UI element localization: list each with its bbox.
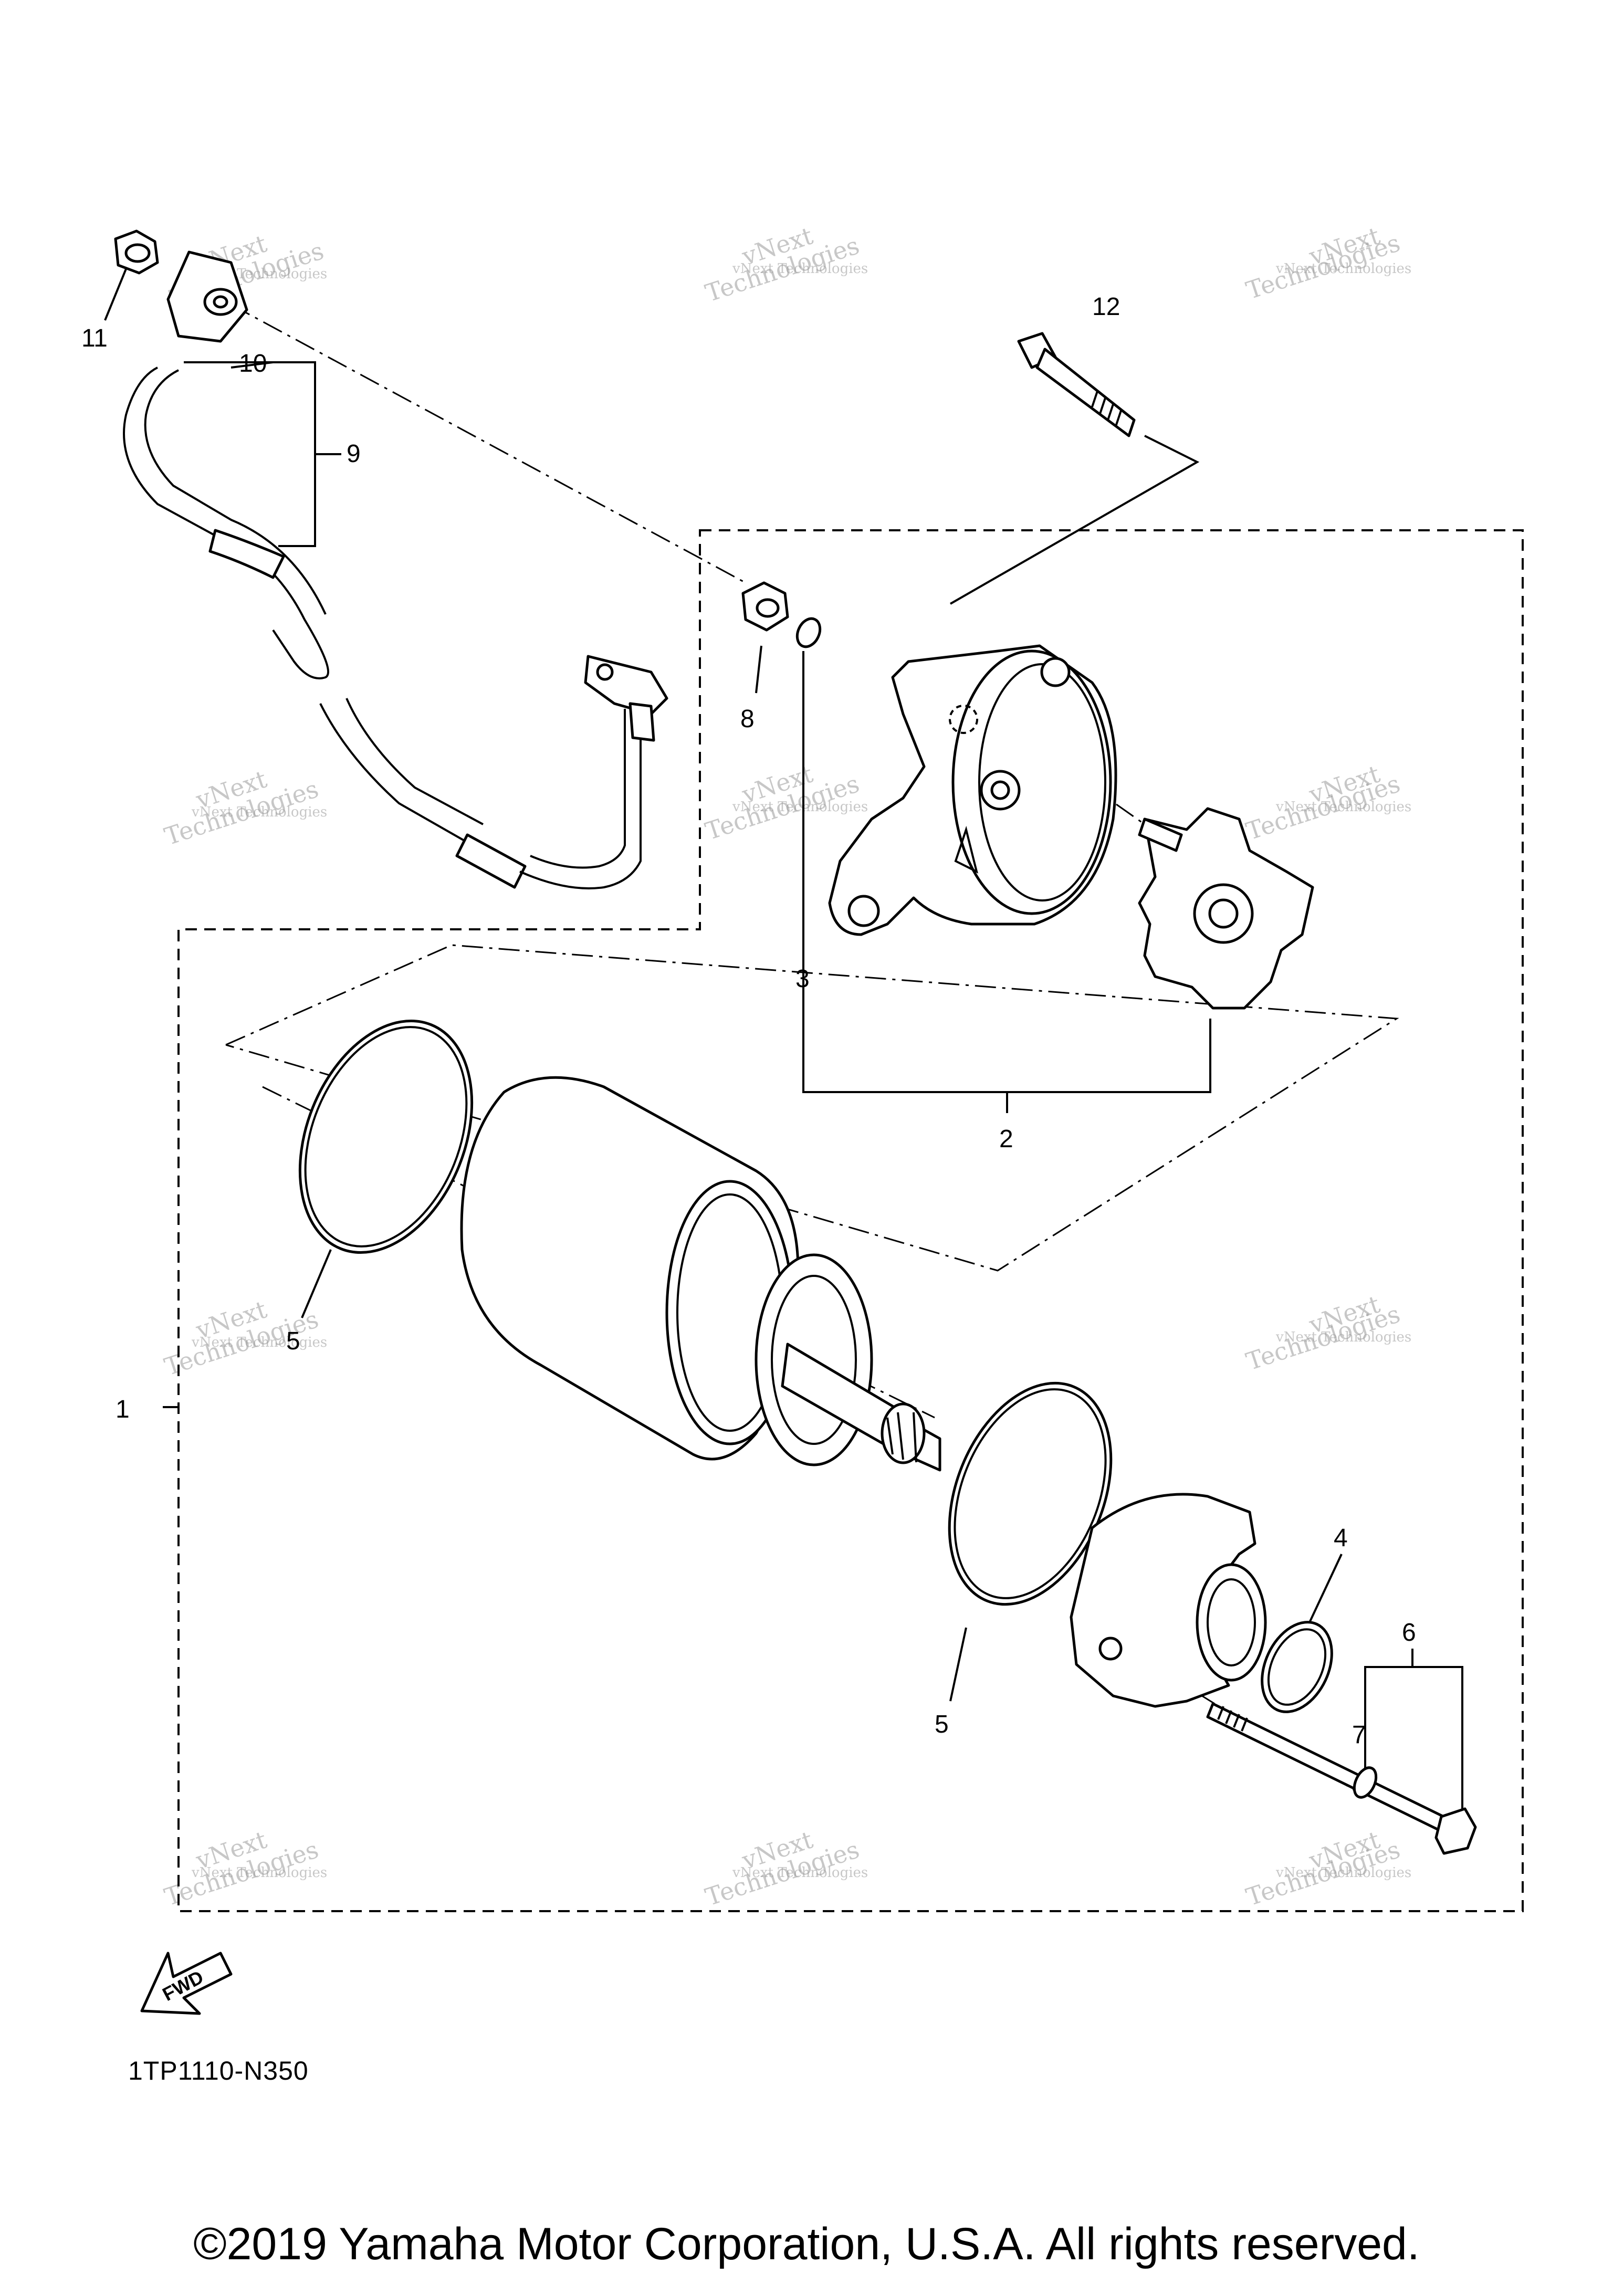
svg-text:vNext Technologies: vNext Technologies xyxy=(191,804,327,820)
yoke-housing xyxy=(460,1076,941,1472)
washer-item-7 xyxy=(1353,1766,1378,1799)
brush-holder xyxy=(1138,807,1314,1010)
fwd-arrow-icon: FWD xyxy=(140,1952,233,2015)
watermark: vNext Technologies vNext Technologies xyxy=(702,759,868,845)
front-cover xyxy=(828,644,1117,936)
callout-5-upper: 5 xyxy=(286,1327,300,1355)
svg-text:vNext Technologies: vNext Technologies xyxy=(732,1865,868,1881)
watermark: vNext Technologies vNext Technologies xyxy=(1243,221,1412,305)
callout-10: 10 xyxy=(239,350,267,378)
callout-11: 11 xyxy=(81,324,108,352)
rear-cover xyxy=(1070,1493,1267,1708)
watermark: vNext Technologies vNext Technologies xyxy=(161,1295,328,1381)
watermark: vNext Technologies vNext Technologies xyxy=(1243,759,1412,845)
starter-cable-item-9 xyxy=(123,250,668,889)
reference-line-cable-to-terminal xyxy=(231,303,746,584)
svg-text:vNext Technologies: vNext Technologies xyxy=(191,1865,327,1881)
watermark: vNext Technologies vNext Technologies xyxy=(1243,1825,1412,1911)
svg-text:vNext Technologies: vNext Technologies xyxy=(1275,799,1411,815)
callout-8: 8 xyxy=(740,705,755,733)
callout-3: 3 xyxy=(795,965,810,993)
svg-text:vNext Technologies: vNext Technologies xyxy=(1275,1329,1411,1345)
watermark: vNext Technologies vNext Technologies xyxy=(161,764,328,851)
watermark: vNext Technologies vNext Technologies xyxy=(161,1825,328,1911)
bolt-item-12 xyxy=(1017,332,1136,437)
nut-item-8 xyxy=(741,581,789,632)
o-ring-item-4 xyxy=(1261,1621,1333,1713)
nut-item-11 xyxy=(114,229,159,275)
svg-text:vNext Technologies: vNext Technologies xyxy=(732,799,868,815)
svg-text:vNext Technologies: vNext Technologies xyxy=(191,1335,327,1350)
o-ring-item-5-lower xyxy=(948,1381,1113,1606)
svg-text:vNext Technologies: vNext Technologies xyxy=(732,261,868,277)
callout-7: 7 xyxy=(1352,1721,1366,1749)
copyright-notice: ©2019 Yamaha Motor Corporation, U.S.A. A… xyxy=(193,2219,1420,2269)
o-ring-item-5-upper xyxy=(298,1019,474,1254)
bolt-item-6 xyxy=(1206,1702,1477,1855)
watermark: vNext Technologies vNext Technologies xyxy=(702,221,868,307)
callouts: 1 2 3 4 5 5 6 7 8 9 10 11 12 xyxy=(81,293,1416,1749)
callout-2: 2 xyxy=(999,1125,1013,1153)
starter-assembly-boundary xyxy=(177,529,1524,1912)
watermark: vNext Technologies vNext Technologies xyxy=(702,1825,868,1911)
callout-9: 9 xyxy=(347,440,361,468)
svg-text:vNext Technologies: vNext Technologies xyxy=(1275,261,1411,277)
callout-5-lower: 5 xyxy=(935,1711,949,1738)
svg-text:vNext Technologies: vNext Technologies xyxy=(1275,1865,1411,1881)
diagram-part-code: 1TP1110-N350 xyxy=(128,2056,309,2085)
callout-1: 1 xyxy=(116,1396,130,1423)
callout-6: 6 xyxy=(1402,1619,1416,1647)
o-ring-item-3 xyxy=(795,617,822,648)
callout-12: 12 xyxy=(1092,293,1120,321)
watermark: vNext Technologies vNext Technologies xyxy=(1243,1289,1412,1376)
callout-4: 4 xyxy=(1334,1524,1348,1552)
